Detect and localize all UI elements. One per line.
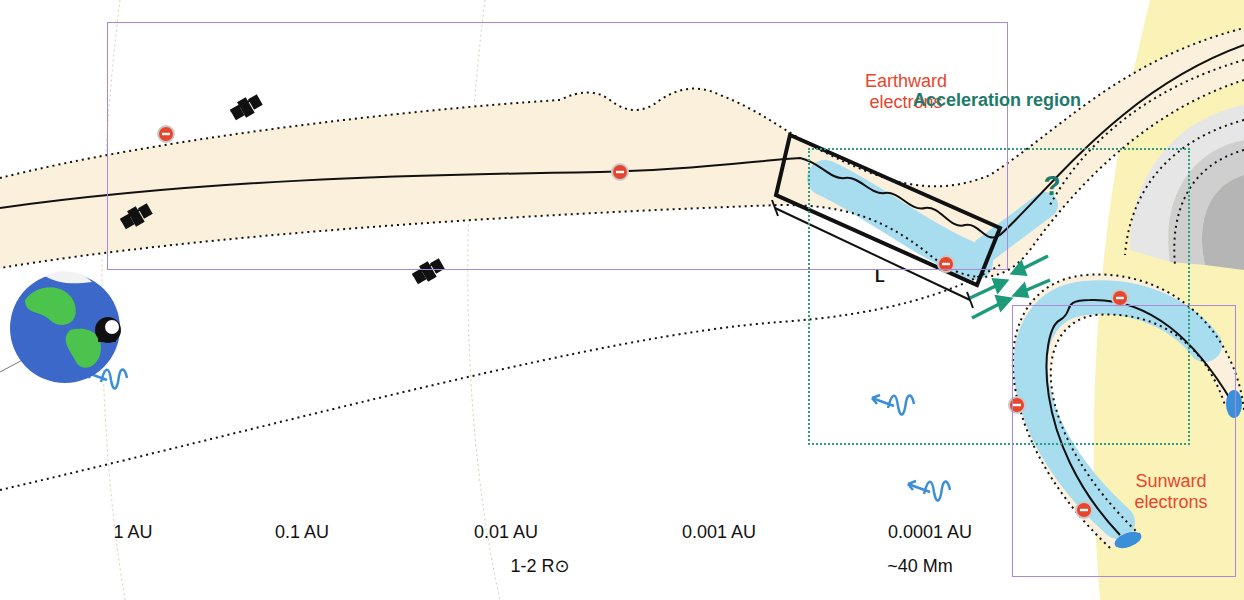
height-tick: ~40 Mm bbox=[887, 556, 953, 577]
distance-tick: 0.001 AU bbox=[682, 522, 756, 543]
region-title: Sunward electrons bbox=[1116, 471, 1226, 512]
distance-tick: 0.0001 AU bbox=[888, 522, 972, 543]
distance-tick: 0.1 AU bbox=[275, 522, 329, 543]
region-title: Acceleration region bbox=[913, 90, 1081, 111]
distance-tick: 1 AU bbox=[113, 522, 152, 543]
earthward-region-box: Earthward electrons bbox=[107, 22, 1008, 270]
distance-tick: 0.01 AU bbox=[474, 522, 538, 543]
sunward-region-box: Sunward electrons bbox=[1012, 305, 1236, 577]
radius-tick: 1-2 R⊙ bbox=[510, 556, 569, 577]
length-label: L bbox=[875, 268, 885, 286]
acceleration-region-box: Acceleration region? bbox=[808, 148, 1190, 445]
question-mark: ? bbox=[1043, 170, 1060, 202]
